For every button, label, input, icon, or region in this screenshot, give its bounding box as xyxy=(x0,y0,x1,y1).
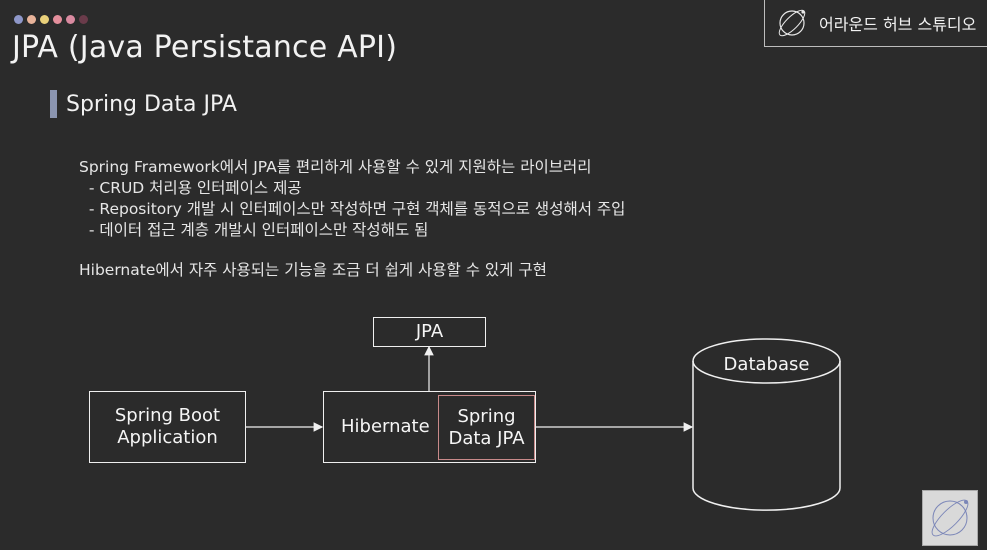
content-line-3: - Repository 개발 시 인터페이스만 작성하면 구현 객체를 동적으… xyxy=(79,200,626,218)
content-line-4: - 데이터 접근 계층 개발시 인터페이스만 작성해도 됨 xyxy=(79,221,429,239)
window-dots xyxy=(14,15,88,24)
hibernate-label: Hibernate xyxy=(341,416,430,437)
dot-5 xyxy=(66,15,75,24)
section-title: Spring Data JPA xyxy=(66,91,237,117)
spring-boot-line2: Application xyxy=(117,427,218,448)
section-accent-bar xyxy=(50,90,57,118)
content-line-5: Hibernate에서 자주 사용되는 기능을 조금 더 쉽게 사용할 수 있게… xyxy=(79,261,547,279)
planet-logo-icon xyxy=(778,9,806,37)
database-cylinder xyxy=(692,338,841,511)
dot-4 xyxy=(53,15,62,24)
slide-title: JPA (Java Persistance API) xyxy=(12,30,398,65)
spring-boot-line1: Spring Boot xyxy=(114,405,221,426)
spring-data-line2: Data JPA xyxy=(448,427,525,449)
content-line-2: - CRUD 처리용 인터페이스 제공 xyxy=(79,179,302,197)
dot-1 xyxy=(14,15,23,24)
jpa-box: JPA xyxy=(373,317,486,347)
spring-data-line1: Spring xyxy=(457,405,516,427)
brand-name: 어라운드 허브 스튜디오 xyxy=(819,15,977,34)
hibernate-box: Hibernate xyxy=(323,391,536,463)
spring-data-jpa-box: Spring Data JPA xyxy=(438,395,535,460)
content-line-1: Spring Framework에서 JPA를 편리하게 사용할 수 있게 지원… xyxy=(79,158,592,176)
watermark-planet-icon xyxy=(931,499,969,537)
brand-badge: 어라운드 허브 스튜디오 xyxy=(764,0,987,47)
dot-2 xyxy=(27,15,36,24)
spring-boot-box: Spring Boot Application xyxy=(89,391,246,463)
dot-3 xyxy=(40,15,49,24)
database-label: Database xyxy=(723,354,810,375)
jpa-label: JPA xyxy=(415,321,444,342)
corner-watermark-logo xyxy=(922,490,978,546)
section-heading: Spring Data JPA xyxy=(50,90,237,118)
dot-6 xyxy=(79,15,88,24)
